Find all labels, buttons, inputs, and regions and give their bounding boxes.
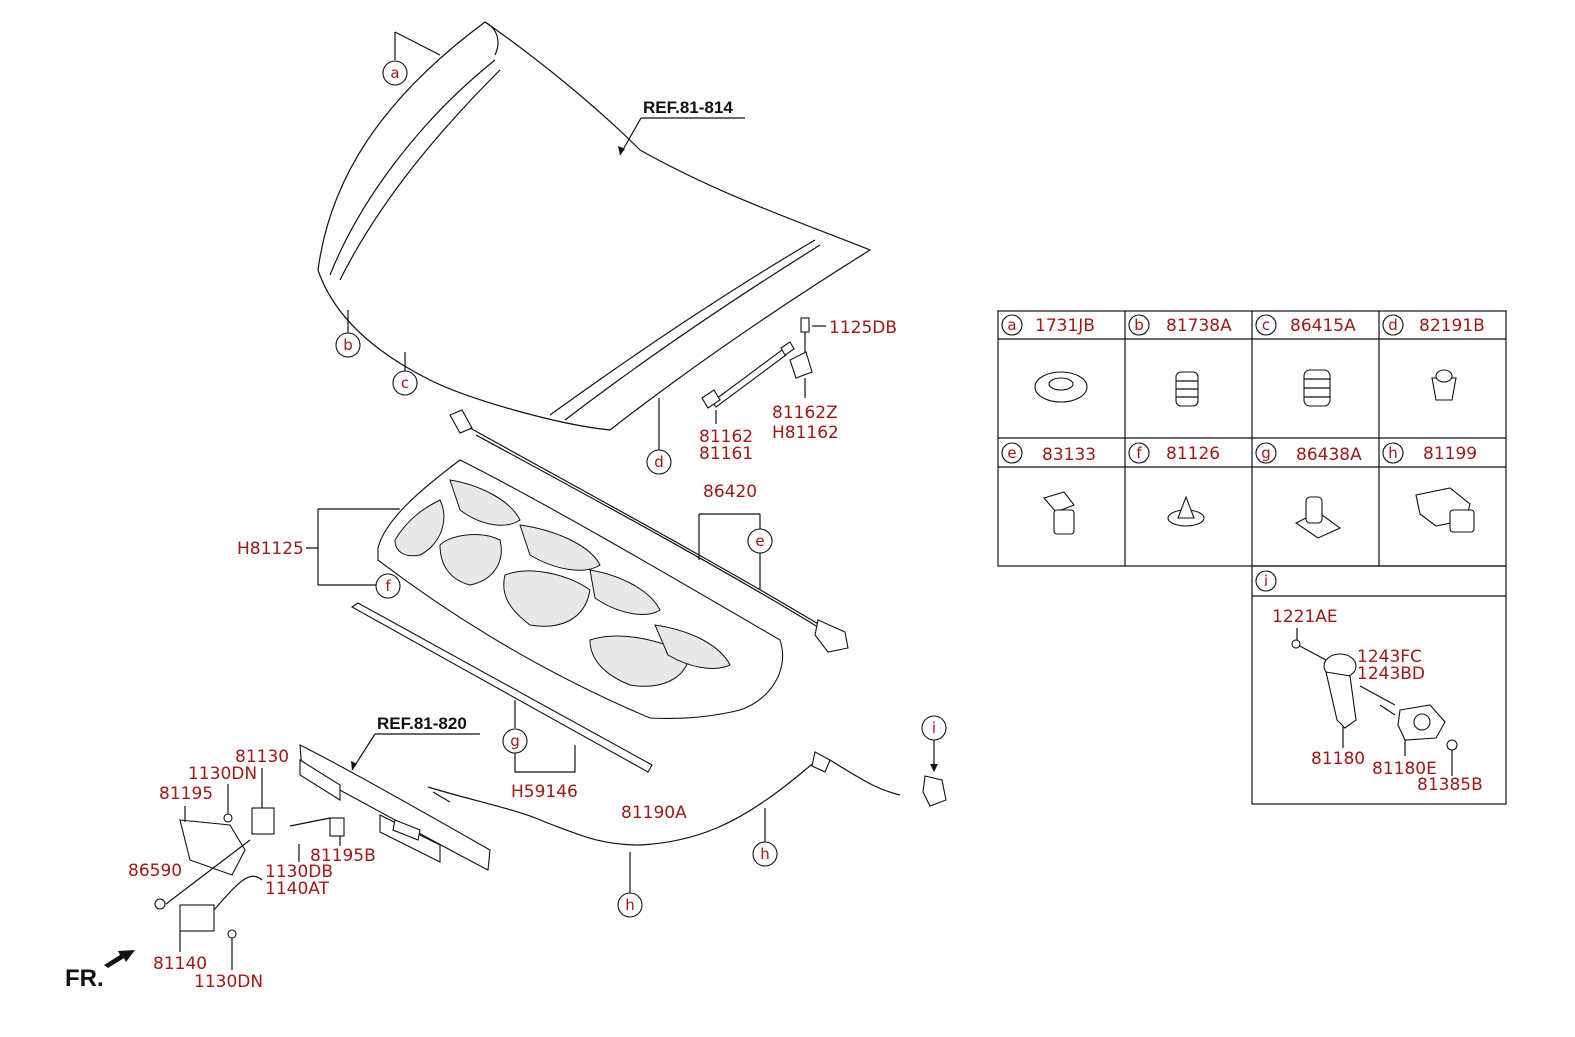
legend-f: f 81126 bbox=[1128, 442, 1220, 464]
svg-text:h: h bbox=[1388, 444, 1398, 462]
label-86590: 86590 bbox=[128, 861, 182, 881]
part-82191B-stopper bbox=[1431, 369, 1457, 401]
svg-text:1731JB: 1731JB bbox=[1035, 316, 1095, 336]
svg-text:h: h bbox=[760, 845, 770, 863]
svg-text:83133: 83133 bbox=[1042, 445, 1096, 465]
callout-e-weatherstrip: e bbox=[747, 528, 773, 554]
callout-b-hood: b bbox=[335, 332, 361, 358]
label-1130DB: 1130DB bbox=[265, 862, 333, 882]
hood-reference: REF.81-814 bbox=[618, 98, 745, 156]
label-1221AE: 1221AE bbox=[1272, 607, 1338, 627]
callout-c-hood: c bbox=[392, 370, 418, 396]
ref-crossmember: REF.81-820 bbox=[377, 714, 467, 733]
label-1130DN-lower: 1130DN bbox=[194, 972, 263, 992]
label-81161: 81161 bbox=[699, 444, 753, 464]
svg-text:h: h bbox=[625, 896, 635, 914]
callout-d-hood: d bbox=[646, 449, 672, 475]
legend-g: g 86438A bbox=[1255, 442, 1362, 465]
label-1140AT: 1140AT bbox=[265, 879, 330, 899]
label-86420: 86420 bbox=[703, 482, 757, 502]
legend-i-key: i bbox=[1264, 572, 1268, 590]
callout-a-hood: a bbox=[382, 60, 408, 86]
legend-c: c 86415A bbox=[1255, 314, 1356, 336]
svg-text:81126: 81126 bbox=[1166, 444, 1220, 464]
svg-text:b: b bbox=[343, 336, 353, 354]
callout-g-seal: g bbox=[502, 728, 528, 754]
svg-text:d: d bbox=[654, 453, 664, 471]
weatherstrip-labels: 86420 bbox=[698, 482, 761, 590]
hood-panel bbox=[317, 21, 872, 431]
legend-d: d 82191B bbox=[1382, 314, 1485, 336]
ref-hood: REF.81-814 bbox=[643, 98, 733, 117]
label-H59146: H59146 bbox=[511, 782, 578, 802]
insulator-labels: H81125 bbox=[237, 508, 400, 586]
svg-text:g: g bbox=[510, 732, 520, 750]
part-1731JB-grommet bbox=[1034, 371, 1088, 403]
callout-i-handle: i bbox=[921, 715, 947, 741]
label-81162: 81162 bbox=[699, 427, 753, 447]
label-1125DB: 1125DB bbox=[829, 318, 897, 338]
callout-f-insulator: f bbox=[375, 573, 401, 599]
svg-text:a: a bbox=[390, 64, 399, 82]
part-83133-clip bbox=[1043, 491, 1075, 535]
svg-text:c: c bbox=[401, 374, 409, 392]
hood-latch-assembly bbox=[154, 807, 345, 939]
part-86415A-bumper bbox=[1303, 369, 1331, 407]
part-81738A-bumper bbox=[1175, 371, 1199, 407]
svg-text:a: a bbox=[1007, 316, 1016, 334]
label-H81162: H81162 bbox=[772, 423, 839, 443]
label-1243BD: 1243BD bbox=[1357, 664, 1425, 684]
legend-b: b 81738A bbox=[1128, 314, 1232, 336]
hood-seal-strip: H59146 bbox=[350, 602, 653, 802]
svg-text:86438A: 86438A bbox=[1296, 445, 1362, 465]
svg-text:81199: 81199 bbox=[1423, 444, 1477, 464]
strut-labels: 1125DB 81162Z H81162 81162 81161 bbox=[699, 318, 897, 464]
svg-text:f: f bbox=[1136, 444, 1142, 462]
label-81140: 81140 bbox=[153, 954, 207, 974]
hood-release-cable: 81190A bbox=[427, 740, 947, 893]
legend-h: h 81199 bbox=[1382, 442, 1477, 464]
svg-text:82191B: 82191B bbox=[1419, 316, 1485, 336]
svg-text:e: e bbox=[755, 532, 764, 550]
part-81199-holder bbox=[1415, 487, 1475, 533]
svg-text:86415A: 86415A bbox=[1290, 316, 1356, 336]
svg-text:f: f bbox=[385, 577, 391, 595]
latch-labels: 81130 1130DN 81195 86590 1130DB 1140AT 8… bbox=[128, 747, 376, 992]
label-81180E: 81180E bbox=[1372, 759, 1437, 779]
label-81130: 81130 bbox=[235, 747, 289, 767]
svg-text:81738A: 81738A bbox=[1166, 316, 1232, 336]
label-81195: 81195 bbox=[159, 784, 213, 804]
hood-lift-strut bbox=[701, 317, 826, 424]
svg-text:b: b bbox=[1134, 316, 1144, 334]
label-H81125: H81125 bbox=[237, 539, 304, 559]
svg-text:i: i bbox=[932, 719, 936, 737]
hood-callout-leaders bbox=[347, 31, 660, 451]
legend-e: e 83133 bbox=[1001, 442, 1096, 465]
part-86438A-clip bbox=[1294, 496, 1342, 539]
label-81180: 81180 bbox=[1311, 749, 1365, 769]
front-direction-marker: FR. bbox=[65, 950, 135, 992]
hood-insulator-pad bbox=[377, 459, 784, 719]
label-1243FC: 1243FC bbox=[1357, 647, 1422, 667]
legend-table: a 1731JB b 81738A c 86415A d 82191B e 83… bbox=[997, 310, 1507, 567]
label-81195B: 81195B bbox=[310, 846, 376, 866]
label-81162Z: 81162Z bbox=[772, 403, 838, 423]
legend-i-box: i 1221AE 1243FC 1243BD 81180 81180E 8138… bbox=[1251, 565, 1507, 805]
front-label: FR. bbox=[65, 965, 104, 992]
svg-text:g: g bbox=[1261, 444, 1271, 462]
part-81126-clip bbox=[1167, 495, 1205, 527]
svg-text:e: e bbox=[1007, 444, 1016, 462]
hood-weatherstrip bbox=[449, 409, 849, 653]
legend-a: a 1731JB bbox=[1001, 314, 1095, 336]
callout-h-cable-lower: h bbox=[617, 892, 643, 918]
label-81190A: 81190A bbox=[621, 803, 687, 823]
label-1130DN: 1130DN bbox=[188, 764, 257, 784]
svg-text:d: d bbox=[1388, 316, 1398, 334]
hood-latch-crossmember: REF.81-820 bbox=[299, 714, 491, 871]
callout-h-cable-upper: h bbox=[752, 841, 778, 867]
part-release-handle bbox=[1291, 628, 1458, 776]
svg-text:c: c bbox=[1262, 316, 1270, 334]
label-81385B: 81385B bbox=[1417, 775, 1483, 795]
